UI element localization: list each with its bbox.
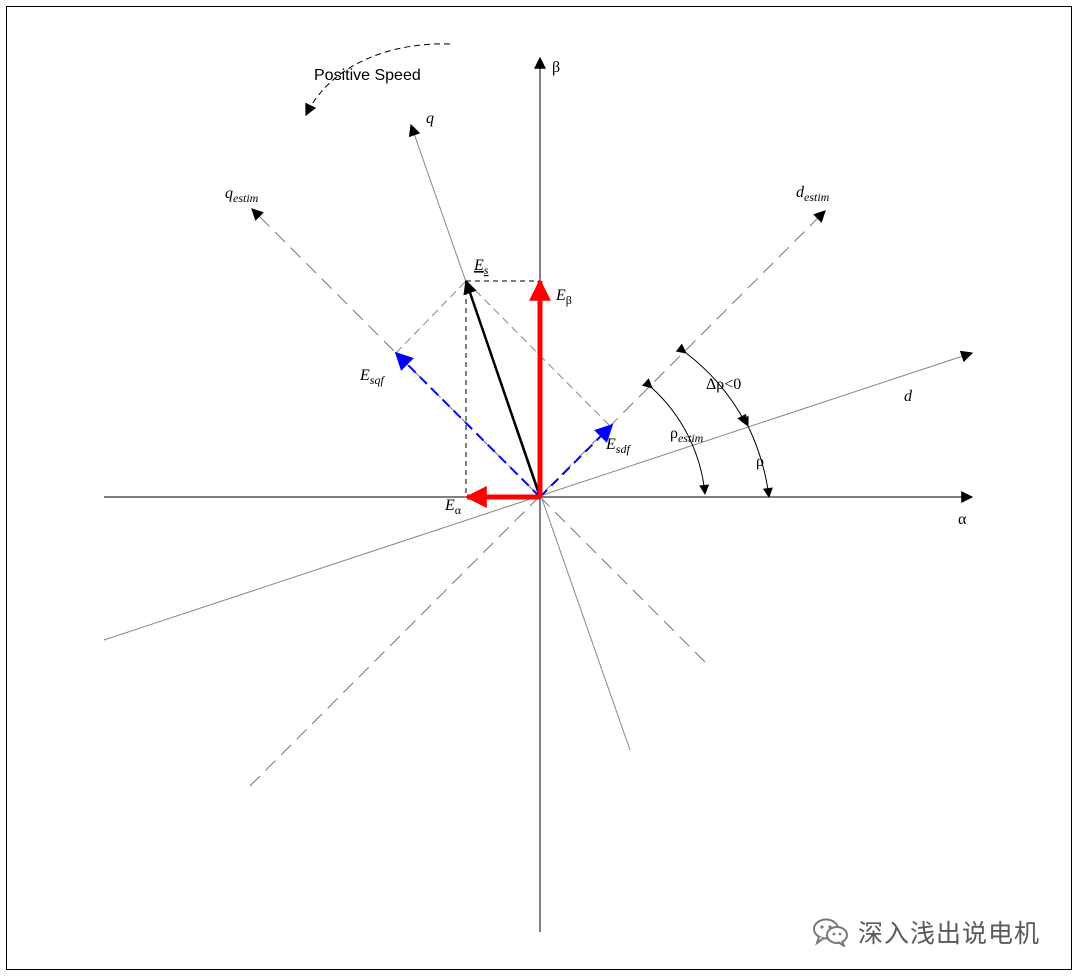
watermark-text: 深入浅出说电机 [858, 919, 1041, 948]
rho-estim-label: ρestim [670, 425, 704, 445]
esqf-vector [394, 351, 541, 498]
beta-label: β [552, 59, 560, 76]
projection-line-qestim [395, 280, 467, 354]
rho-estim-arc [641, 378, 710, 495]
d-estim-label: destim [796, 184, 830, 204]
delta-rho-label: Δρ<0 [706, 376, 741, 393]
positive-speed-label: Positive Speed [314, 67, 421, 84]
positive-speed-arc [305, 43, 451, 117]
delta-rho-arc [675, 343, 747, 425]
esdf-vector [539, 423, 614, 498]
wechat-icon [813, 918, 848, 947]
q-estim-label: qestim [225, 185, 259, 205]
q-axis-label: q [426, 110, 434, 127]
esqf-label: Esqf [359, 367, 385, 387]
watermark: 深入浅出说电机 [812, 912, 1040, 952]
rho-label: ρ [756, 453, 764, 470]
ealpha-label: Eα [444, 497, 462, 517]
projection-line-destim [465, 280, 611, 427]
d-axis-label: d [904, 388, 913, 405]
es-vector [463, 279, 542, 498]
es-label: Es [473, 257, 489, 277]
ebeta-label: Eβ [555, 287, 572, 307]
rho-arc [739, 415, 773, 498]
diagram-frame [6, 6, 1072, 970]
esdf-label: Esdf [605, 436, 631, 456]
alpha-label: α [958, 511, 967, 528]
